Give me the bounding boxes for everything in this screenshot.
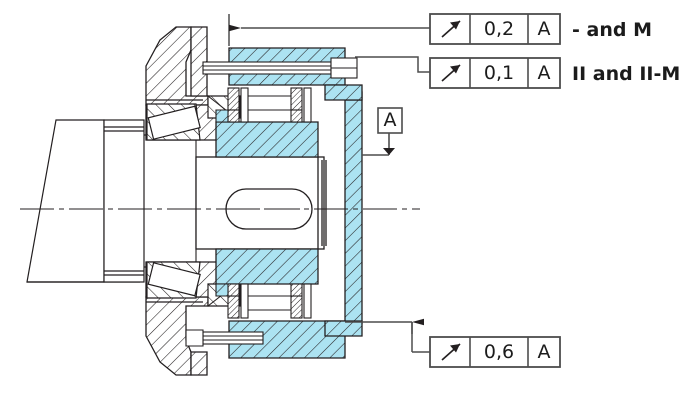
tapered-roller-bearing-upper	[146, 99, 203, 141]
chamfer-block-bottom	[215, 283, 229, 297]
fcf2-note: II and II-M	[572, 63, 680, 85]
circular-runout-icon	[441, 343, 461, 361]
inner-ring-upper	[215, 121, 319, 158]
outer-housing-wall	[344, 91, 363, 324]
left-shaft-outline	[26, 119, 196, 283]
feature-control-frame-3[interactable]: 0,6 A	[429, 336, 561, 368]
fcf1-tolerance-value: 0,2	[484, 18, 514, 40]
datum-triangle-icon	[383, 148, 395, 155]
fcf1-note: - and M	[572, 19, 652, 41]
fcf3-tolerance-value: 0,6	[484, 341, 514, 363]
bearing-seal-assembly-top	[227, 87, 312, 123]
tapered-roller-bearing-lower	[146, 261, 203, 303]
circular-runout-icon	[441, 64, 461, 82]
center-axle-body	[195, 156, 327, 250]
leader-top-2	[355, 56, 430, 73]
chamfer-block-top	[215, 109, 229, 123]
inner-ring-lower	[215, 248, 319, 285]
bottom-stud	[185, 329, 264, 347]
circular-runout-icon	[441, 20, 461, 38]
outer-housing-bottom-return	[324, 320, 363, 337]
fcf2-datum-ref: A	[538, 62, 551, 84]
top-stud	[202, 57, 358, 79]
fcf2-tolerance-value: 0,1	[484, 62, 514, 84]
datum-label: A	[384, 109, 397, 131]
assembly-geometry	[20, 26, 420, 376]
leader-lines	[228, 14, 430, 353]
feature-control-frame-2[interactable]: 0,1 A II and II-M	[429, 57, 680, 89]
datum-box	[377, 107, 403, 134]
bearing-seal-assembly-bottom	[227, 283, 312, 319]
fcf3-datum-ref: A	[538, 341, 551, 363]
feature-control-frame-1[interactable]: 0,2 A - and M	[429, 13, 652, 45]
fcf1-datum-ref: A	[538, 18, 551, 40]
outer-housing-top-return	[324, 84, 363, 101]
datum-feature-a[interactable]: A	[362, 107, 403, 156]
